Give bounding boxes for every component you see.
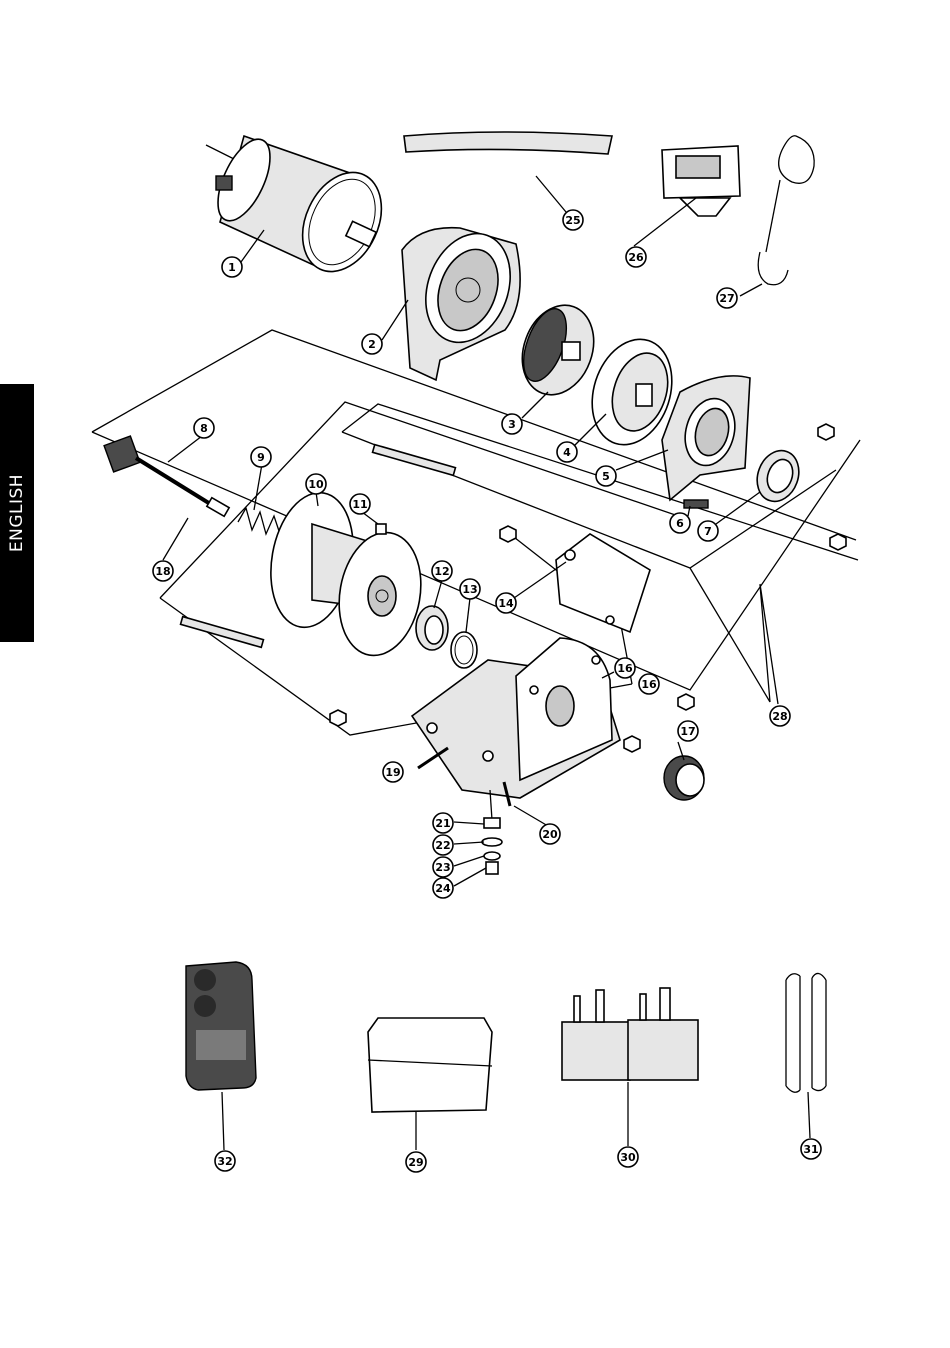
- callout-25: 25: [563, 210, 583, 230]
- gear-housing-part: [402, 222, 525, 380]
- svg-text:25: 25: [565, 214, 580, 227]
- svg-text:32: 32: [217, 1155, 232, 1168]
- callout-17: 17: [678, 721, 698, 741]
- svg-text:3: 3: [508, 418, 516, 431]
- callout-24: 24: [433, 878, 453, 898]
- svg-text:13: 13: [462, 583, 477, 596]
- callout-4: 4: [557, 442, 577, 462]
- gear-carrier-part: [510, 295, 605, 405]
- accessory-parts-bottom: [186, 962, 826, 1112]
- svg-text:22: 22: [435, 839, 450, 852]
- svg-text:31: 31: [803, 1143, 818, 1156]
- svg-text:23: 23: [435, 861, 450, 874]
- callout-32: 32: [215, 1151, 235, 1171]
- svg-text:9: 9: [257, 451, 265, 464]
- svg-text:18: 18: [155, 565, 170, 578]
- svg-text:7: 7: [704, 525, 712, 538]
- end-cap-part: [664, 756, 704, 800]
- callout-14: 14: [496, 593, 516, 613]
- svg-text:8: 8: [200, 422, 208, 435]
- svg-text:10: 10: [308, 478, 324, 491]
- callout-20: 20: [540, 824, 560, 844]
- drum-part: [261, 486, 430, 662]
- callout-2: 2: [362, 334, 382, 354]
- callout-16b: 16: [639, 674, 659, 694]
- callout-6: 6: [670, 513, 690, 533]
- callout-23: 23: [433, 857, 453, 877]
- svg-text:29: 29: [408, 1156, 423, 1169]
- callout-31: 31: [801, 1139, 821, 1159]
- callout-13: 13: [460, 579, 480, 599]
- svg-text:20: 20: [542, 828, 558, 841]
- svg-text:24: 24: [435, 882, 451, 895]
- svg-text:21: 21: [435, 817, 450, 830]
- callout-30: 30: [618, 1147, 638, 1167]
- callout-11: 11: [350, 494, 370, 514]
- callout-9: 9: [251, 447, 271, 467]
- svg-text:1: 1: [228, 261, 236, 274]
- callout-12: 12: [432, 561, 452, 581]
- spring-part: [238, 508, 280, 534]
- callout-29: 29: [406, 1152, 426, 1172]
- svg-text:17: 17: [680, 725, 695, 738]
- callout-28: 28: [770, 706, 790, 726]
- svg-text:16: 16: [641, 678, 657, 691]
- callout-21: 21: [433, 813, 453, 833]
- callout-18: 18: [153, 561, 173, 581]
- svg-text:4: 4: [563, 446, 571, 459]
- bracket-plate-part: [556, 534, 650, 632]
- svg-text:5: 5: [602, 470, 610, 483]
- callout-10: 10: [306, 474, 326, 494]
- svg-text:6: 6: [676, 517, 684, 530]
- end-plate-part: [662, 376, 750, 500]
- svg-text:14: 14: [498, 597, 514, 610]
- callout-22: 22: [433, 835, 453, 855]
- svg-text:2: 2: [368, 338, 376, 351]
- svg-text:16: 16: [617, 662, 633, 675]
- callout-26: 26: [626, 247, 646, 267]
- callout-19: 19: [383, 762, 403, 782]
- callout-8: 8: [194, 418, 214, 438]
- callout-5: 5: [596, 466, 616, 486]
- svg-text:28: 28: [772, 710, 787, 723]
- callout-7: 7: [698, 521, 718, 541]
- callout-27: 27: [717, 288, 737, 308]
- drive-shaft-part: [104, 436, 229, 516]
- callout-3: 3: [502, 414, 522, 434]
- callout-1: 1: [222, 257, 242, 277]
- svg-text:19: 19: [385, 766, 400, 779]
- svg-text:12: 12: [434, 565, 449, 578]
- svg-text:30: 30: [620, 1151, 636, 1164]
- svg-text:27: 27: [719, 292, 734, 305]
- svg-text:11: 11: [352, 498, 367, 511]
- base-bracket-part: [412, 638, 620, 798]
- svg-text:26: 26: [628, 251, 644, 264]
- callout-16a: 16: [615, 658, 635, 678]
